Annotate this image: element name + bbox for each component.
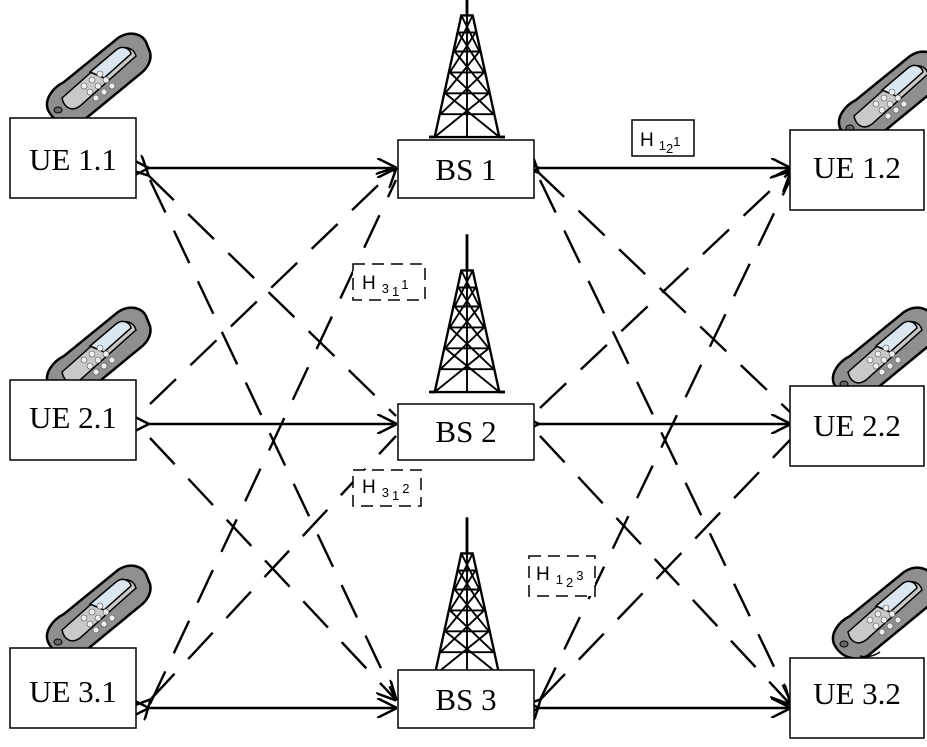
bs-box-2: BS 2 <box>397 403 535 461</box>
h123-tail: 3 <box>576 568 583 583</box>
h311-tail: 1 <box>401 277 408 292</box>
h123-sub1: 1 <box>556 572 563 587</box>
phone-icon-ue12 <box>837 50 927 144</box>
solid-links <box>148 168 790 708</box>
dash-ue21-bs1 <box>149 168 396 405</box>
h312-sub2: 1 <box>392 488 399 503</box>
h123-base: H <box>536 564 550 585</box>
dash-bs3-ue12 <box>538 179 792 701</box>
bs-box-1: BS 1 <box>397 139 535 199</box>
h121-base: H <box>640 130 654 151</box>
ue-label-11: UE 1.1 <box>29 142 117 177</box>
h123-sub2: 2 <box>566 575 573 590</box>
h121-tail: 1 <box>673 134 680 149</box>
dash-ue11-bs2 <box>148 175 397 417</box>
ue-label-32: UE 3.2 <box>813 676 901 711</box>
phone-icon-ue31 <box>45 564 152 658</box>
h312-tail: 2 <box>402 481 409 496</box>
bs-label-3: BS 3 <box>435 682 496 717</box>
ue-box-12: UE 1.2 <box>789 129 925 211</box>
ue-label-12: UE 1.2 <box>813 150 901 185</box>
h312-sub1: 3 <box>382 485 389 500</box>
h121-sub1: 1 <box>659 138 666 153</box>
tower-icon-bs2 <box>427 232 507 394</box>
ue-box-22: UE 2.2 <box>789 385 925 467</box>
phone-icon-ue32 <box>831 566 927 660</box>
bs-box-3: BS 3 <box>397 669 535 729</box>
ue-box-31: UE 3.1 <box>9 647 137 729</box>
ue-label-22: UE 2.2 <box>813 408 901 443</box>
ue-label-31: UE 3.1 <box>29 674 117 709</box>
phone-icon-ue11 <box>45 32 152 126</box>
ue-box-32: UE 3.2 <box>789 657 925 739</box>
h311-sub1: 3 <box>382 281 389 296</box>
bs-label-2: BS 2 <box>435 414 496 449</box>
ue-label-21: UE 2.1 <box>29 400 117 435</box>
tower-icon-bs1 <box>427 0 507 139</box>
h121-sub2: 2 <box>666 141 673 156</box>
dash-bs2-ue12 <box>539 172 790 409</box>
bs-label-1: BS 1 <box>435 152 496 187</box>
dash-bs3-ue22 <box>540 439 791 700</box>
h311-sub2: 1 <box>392 284 399 299</box>
tower-icon-bs3 <box>427 515 507 677</box>
h311-base: H <box>362 273 376 294</box>
h312-base: H <box>362 477 376 498</box>
ue-box-21: UE 2.1 <box>9 379 137 461</box>
phone-icon-ue22 <box>831 306 927 400</box>
ue-box-11: UE 1.1 <box>9 117 137 199</box>
